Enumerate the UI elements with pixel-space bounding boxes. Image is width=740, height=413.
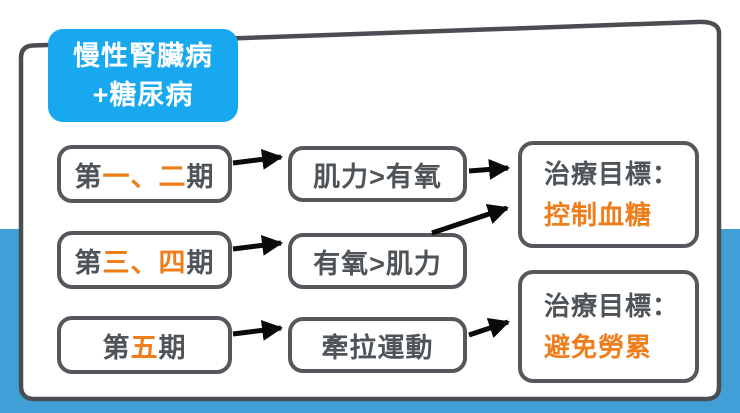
condition-line1: 慢性腎臟病 [73, 40, 213, 71]
exercise-label: 有氧>肌力 [313, 248, 442, 279]
goal-value: 控制血糖 [544, 199, 653, 230]
exercise-box-stretching: 牽拉運動 [288, 317, 467, 373]
stage-prefix: 第 [74, 247, 103, 278]
goal-box-avoid-fatigue: 治療目標： 避免勞累 [518, 270, 699, 383]
stage-number: 五 [130, 332, 159, 363]
stage-prefix: 第 [102, 332, 131, 363]
stage-box-5: 第五期 [57, 316, 232, 374]
exercise-box-aerobic-over-strength: 有氧>肌力 [288, 233, 467, 289]
goal-label: 治療目標： [544, 158, 680, 189]
condition-line2: +糖尿病 [92, 79, 194, 110]
exercise-label: 牽拉運動 [321, 332, 434, 363]
goal-value: 避免勞累 [544, 331, 653, 362]
goal-label: 治療目標： [544, 290, 680, 321]
stage-suffix: 期 [158, 332, 187, 363]
stage-suffix: 期 [186, 247, 215, 278]
stage-box-1-2: 第一、二期 [57, 145, 232, 203]
stage-suffix: 期 [186, 161, 215, 192]
stage-number: 三、四 [102, 247, 187, 278]
exercise-box-strength-over-aerobic: 肌力>有氧 [288, 146, 467, 202]
stage-box-3-4: 第三、四期 [57, 231, 232, 289]
stage-prefix: 第 [74, 161, 103, 192]
stage-number: 一、二 [102, 161, 187, 192]
goal-box-control-blood-sugar: 治療目標： 控制血糖 [518, 141, 699, 248]
condition-header: 慢性腎臟病 +糖尿病 [48, 29, 238, 122]
exercise-label: 肌力>有氧 [313, 161, 442, 192]
